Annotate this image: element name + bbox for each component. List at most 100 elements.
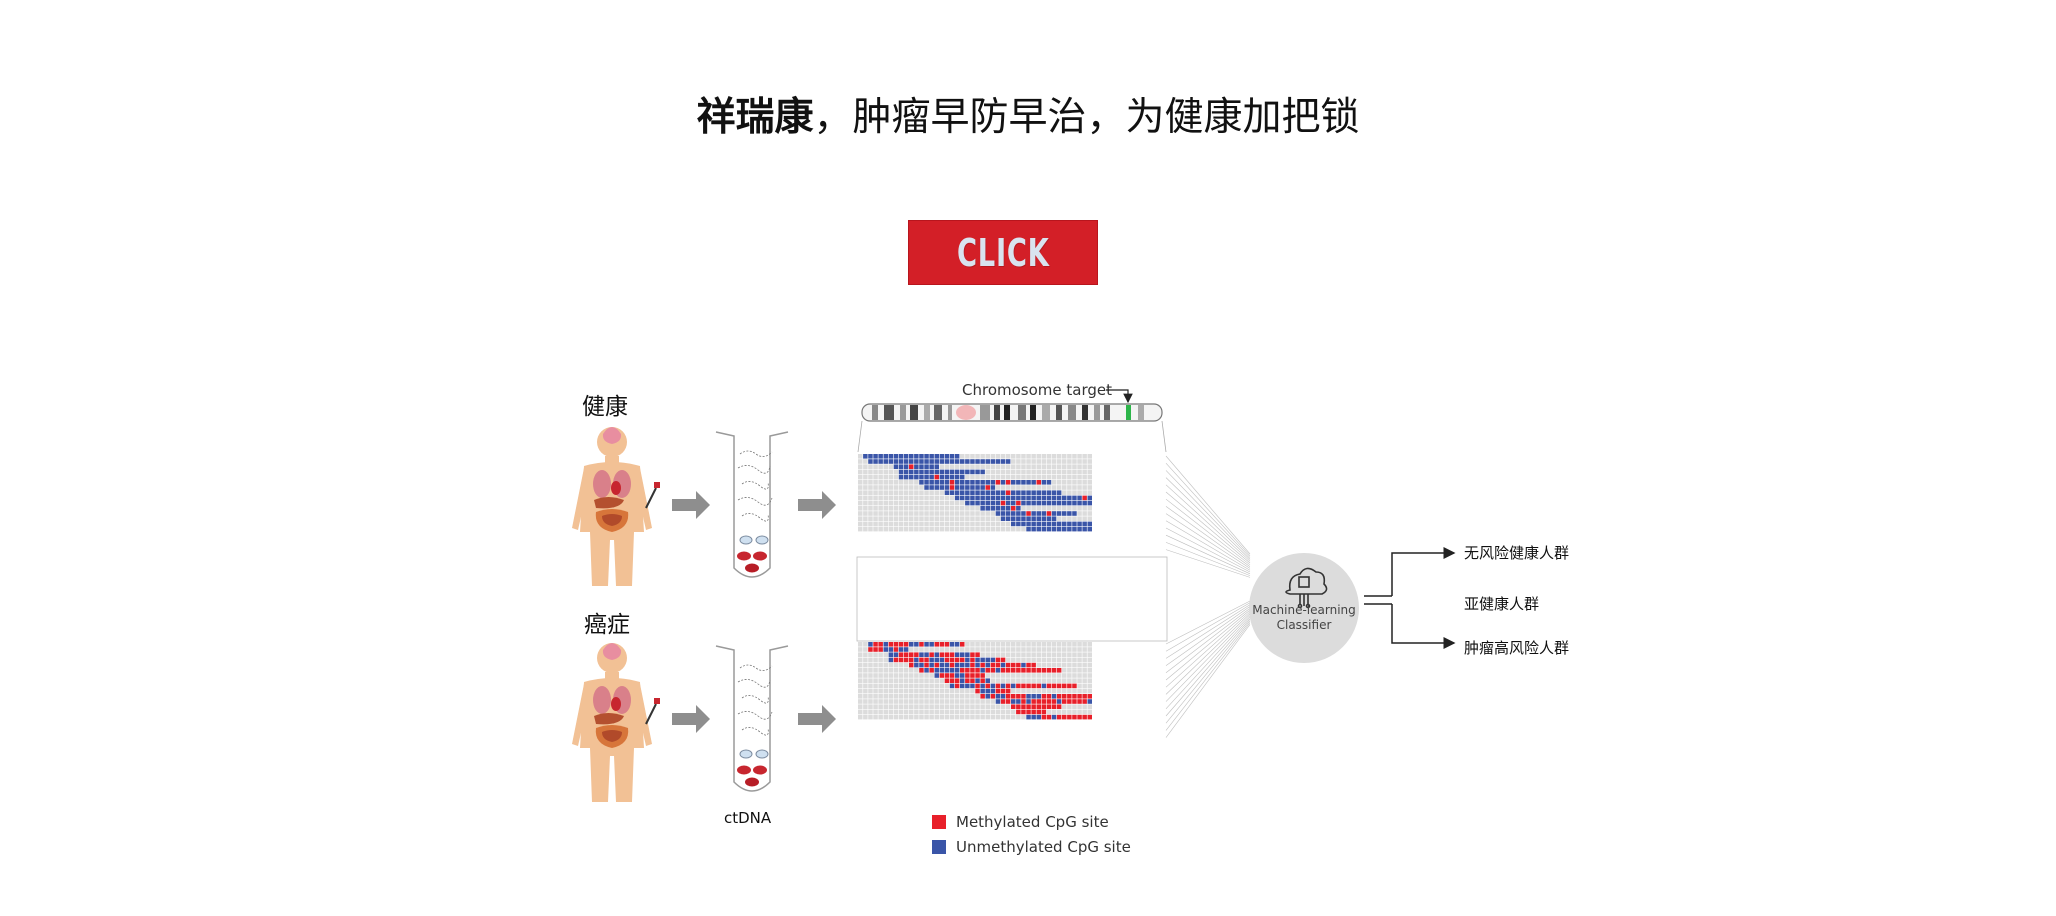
cpg-site-cell [1041,694,1047,699]
cpg-site-cell [1082,673,1087,678]
cpg-site-cell [919,668,924,673]
cpg-site-cell [898,480,904,485]
cpg-site-cell [939,526,945,532]
cpg-site-cell [1056,506,1062,511]
cpg-site-cell [929,454,934,459]
cpg-site-cell [975,454,980,459]
cpg-site-cell [985,454,990,459]
cpg-site-cell [995,511,1001,516]
cpg-site-cell [929,500,934,506]
cpg-site-cell [985,490,990,495]
cpg-site-cell [1021,704,1026,709]
cpg-site-cell [1031,652,1036,657]
cpg-site-cell [985,480,990,485]
cpg-site-cell [949,714,955,720]
cpg-site-cell [985,464,990,469]
cpg-site-cell [1082,652,1087,657]
cpg-site-cell [975,526,980,532]
cpg-site-cell [893,521,899,527]
cpg-site-cell [878,699,883,704]
cpg-site-cell [903,464,909,469]
cpg-site-cell [873,714,878,720]
cpg-site-cell [985,500,990,506]
cpg-site-cell [1011,678,1016,683]
click-button[interactable]: CLICK [908,220,1098,285]
cpg-site-cell [863,694,868,699]
cpg-site-cell [1067,495,1072,501]
cpg-site-cell [954,464,960,469]
cpg-site-cell [1046,709,1052,715]
cpg-site-cell [1016,699,1021,704]
cpg-site-cell [1077,480,1082,485]
cpg-site-cell [914,454,919,459]
cpg-site-cell [1072,714,1077,720]
cpg-site-cell [960,506,965,511]
cpg-site-cell [914,714,919,720]
cpg-site-cell [965,454,970,459]
cpg-site-cell [1026,506,1031,511]
cpg-site-cell [939,709,945,715]
cpg-site-cell [1082,516,1087,521]
cpg-site-cell [1016,662,1021,668]
cpg-site-cell [1011,495,1016,501]
cpg-site-cell [858,480,863,485]
cpg-site-cell [898,516,904,521]
cpg-site-cell [1062,500,1067,506]
cpg-site-cell [970,526,975,532]
cpg-site-cell [990,464,996,469]
cpg-site-cell [868,694,873,699]
cpg-site-cell [883,469,888,475]
cpg-site-cell [990,694,996,699]
cpg-site-cell [1072,485,1077,490]
cpg-site-cell [1077,673,1082,678]
cpg-site-cell [1031,490,1036,495]
cpg-site-cell [960,480,965,485]
cpg-site-cell [939,642,945,647]
cpg-site-cell [919,469,924,475]
cpg-site-cell [965,474,970,480]
cpg-site-cell [858,668,863,673]
cpg-site-cell [1021,506,1026,511]
cpg-site-cell [858,694,863,699]
cpg-site-cell [1021,673,1026,678]
cpg-site-cell [878,714,883,720]
cpg-site-cell [1000,678,1006,683]
cpg-site-cell [1026,642,1031,647]
cpg-site-cell [975,652,980,657]
cpg-site-cell [883,704,888,709]
cpg-site-cell [1051,657,1057,663]
cpg-site-cell [873,652,878,657]
legend-methylated-swatch [932,815,946,829]
cpg-site-cell [1026,673,1031,678]
cpg-site-cell [1051,714,1057,720]
cpg-site-cell [1077,469,1082,475]
cpg-site-cell [1067,526,1072,532]
cpg-site-cell [888,662,894,668]
cpg-site-cell [980,490,985,495]
cpg-site-cell [975,474,980,480]
cpg-site-cell [863,511,868,516]
legend-unmethylated-label: Unmethylated CpG site [956,838,1131,856]
human-body-icon [572,643,660,802]
cpg-site-cell [873,688,878,694]
cpg-site-cell [995,495,1001,501]
cpg-site-cell [929,668,934,673]
cpg-site-cell [980,673,985,678]
cpg-site-cell [1077,459,1082,464]
cpg-site-cell [1041,469,1047,475]
cpg-site-cell [1056,485,1062,490]
cpg-site-cell [980,495,985,501]
cpg-site-cell [970,474,975,480]
cpg-site-cell [980,480,985,485]
cpg-site-cell [1072,500,1077,506]
cpg-site-cell [965,485,970,490]
cpg-site-cell [1005,652,1011,657]
cpg-site-cell [954,688,960,694]
cpg-site-cell [1036,516,1041,521]
cpg-site-cell [1041,454,1047,459]
cpg-site-cell [1046,516,1052,521]
cpg-site-cell [1051,485,1057,490]
cpg-site-cell [858,714,863,720]
cpg-site-cell [960,673,965,678]
cpg-site-cell [1072,511,1077,516]
